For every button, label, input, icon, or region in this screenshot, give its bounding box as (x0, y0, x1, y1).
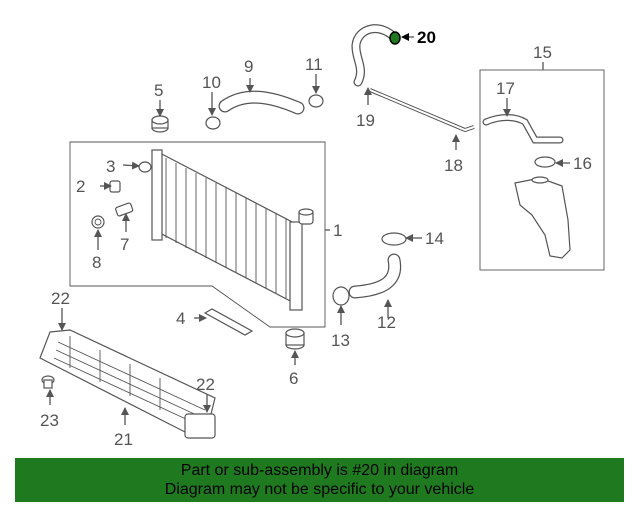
reservoir-group-outline (479, 69, 605, 271)
part-11-clamp (308, 94, 324, 108)
callout-23: 23 (40, 411, 59, 430)
callout-19: 19 (356, 111, 375, 130)
callout-9: 9 (244, 57, 253, 76)
radiator-group-outline (69, 141, 326, 328)
part-4-seal-strip (203, 308, 254, 336)
part-16-cap (534, 156, 556, 168)
callout-16: 16 (573, 154, 592, 173)
info-banner: Part or sub-assembly is #20 in diagram D… (15, 458, 624, 502)
callout-10: 10 (202, 73, 221, 92)
part-10-clamp (205, 116, 221, 130)
callout-22-left: 22 (51, 289, 70, 308)
callout-11: 11 (305, 55, 323, 74)
callout-12: 12 (377, 313, 396, 332)
part-20-clamp (389, 31, 401, 45)
banner-line-1: Part or sub-assembly is #20 in diagram (180, 462, 459, 479)
part-23-clip (41, 375, 55, 389)
callout-14: 14 (425, 229, 444, 248)
banner-line-2: Diagram may not be specific to your vehi… (164, 481, 475, 498)
part-2-drain-plug (109, 180, 121, 193)
callout-15: 15 (533, 43, 552, 62)
callout-3: 3 (106, 157, 115, 176)
callout-4: 4 (176, 309, 185, 328)
part-6-mount (285, 328, 305, 350)
callout-17: 17 (496, 79, 515, 98)
callout-8: 8 (92, 253, 101, 272)
reservoir-tank (514, 177, 571, 259)
part-5-mount (151, 115, 169, 133)
part-14-clamp (381, 232, 407, 246)
radiator-core-drawing (151, 149, 314, 311)
callout-21: 21 (114, 430, 133, 449)
callout-1: 1 (333, 221, 342, 240)
callout-5: 5 (154, 81, 163, 100)
callout-13: 13 (331, 331, 350, 350)
callout-22-right: 22 (196, 375, 215, 394)
part-7-valve (115, 202, 134, 217)
callout-18: 18 (444, 156, 463, 175)
part-13-clamp (332, 286, 350, 306)
callout-6: 6 (289, 369, 298, 388)
part-21-shutter (39, 329, 216, 439)
part-8-washer (91, 215, 105, 229)
callout-7: 7 (120, 235, 129, 254)
callout-2: 2 (76, 177, 85, 196)
callout-20: 20 (417, 28, 436, 47)
part-3-oring (138, 161, 152, 173)
